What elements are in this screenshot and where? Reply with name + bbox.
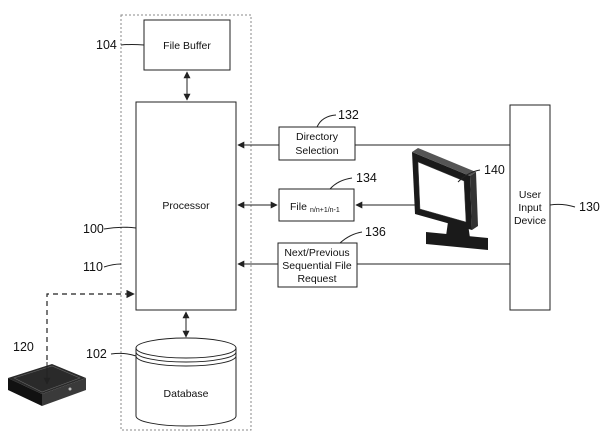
- user-input-label-line1: User: [519, 189, 542, 201]
- database-leader: 102: [86, 347, 137, 361]
- ref-100: 100: [83, 222, 104, 236]
- directory-selection-block: Directory Selection: [278, 126, 356, 161]
- ref-132: 132: [338, 108, 359, 122]
- ref-104: 104: [96, 38, 117, 52]
- request-leader: 136: [339, 225, 386, 244]
- file-leader: 134: [329, 171, 377, 190]
- file-buffer-label: File Buffer: [163, 40, 211, 52]
- monitor-leader: 140: [457, 163, 505, 183]
- boundary-leader: 110: [83, 260, 122, 274]
- file-label: File: [290, 201, 307, 213]
- file-buffer-block: File Buffer: [143, 19, 231, 71]
- file-subscript: n/n+1/n-1: [310, 207, 340, 214]
- ref-120: 120: [13, 340, 34, 354]
- request-line2: Sequential File: [282, 260, 352, 272]
- monitor-icon: [412, 148, 488, 250]
- ref-140: 140: [484, 163, 505, 177]
- processor-leader: 100: [83, 222, 137, 236]
- directory-leader: 132: [316, 108, 359, 128]
- user-input-label-line3: Device: [514, 215, 546, 227]
- user-input-leader: 130: [549, 200, 600, 214]
- ref-102: 102: [86, 347, 107, 361]
- external-device-dashed-link: [46, 289, 135, 360]
- directory-selection-line2: Selection: [295, 145, 338, 157]
- file-buffer-leader: 104: [96, 38, 145, 52]
- processor-block: Processor: [135, 101, 237, 311]
- ref-134: 134: [356, 171, 377, 185]
- ref-136: 136: [365, 225, 386, 239]
- request-line1: Next/Previous: [284, 247, 349, 259]
- database-label: Database: [164, 388, 209, 400]
- database-cylinder: Database: [135, 337, 237, 427]
- request-block: Next/Previous Sequential File Request: [277, 242, 358, 288]
- user-input-label-line2: Input: [518, 202, 541, 214]
- file-block: File n/n+1/n-1: [278, 188, 355, 222]
- system-boundary: [120, 14, 252, 431]
- ref-110: 110: [83, 260, 103, 274]
- ref-130: 130: [579, 200, 600, 214]
- directory-selection-line1: Directory: [296, 131, 339, 143]
- request-line3: Request: [297, 273, 336, 285]
- processor-label: Processor: [162, 200, 210, 212]
- user-input-device-block: User Input Device: [509, 104, 551, 311]
